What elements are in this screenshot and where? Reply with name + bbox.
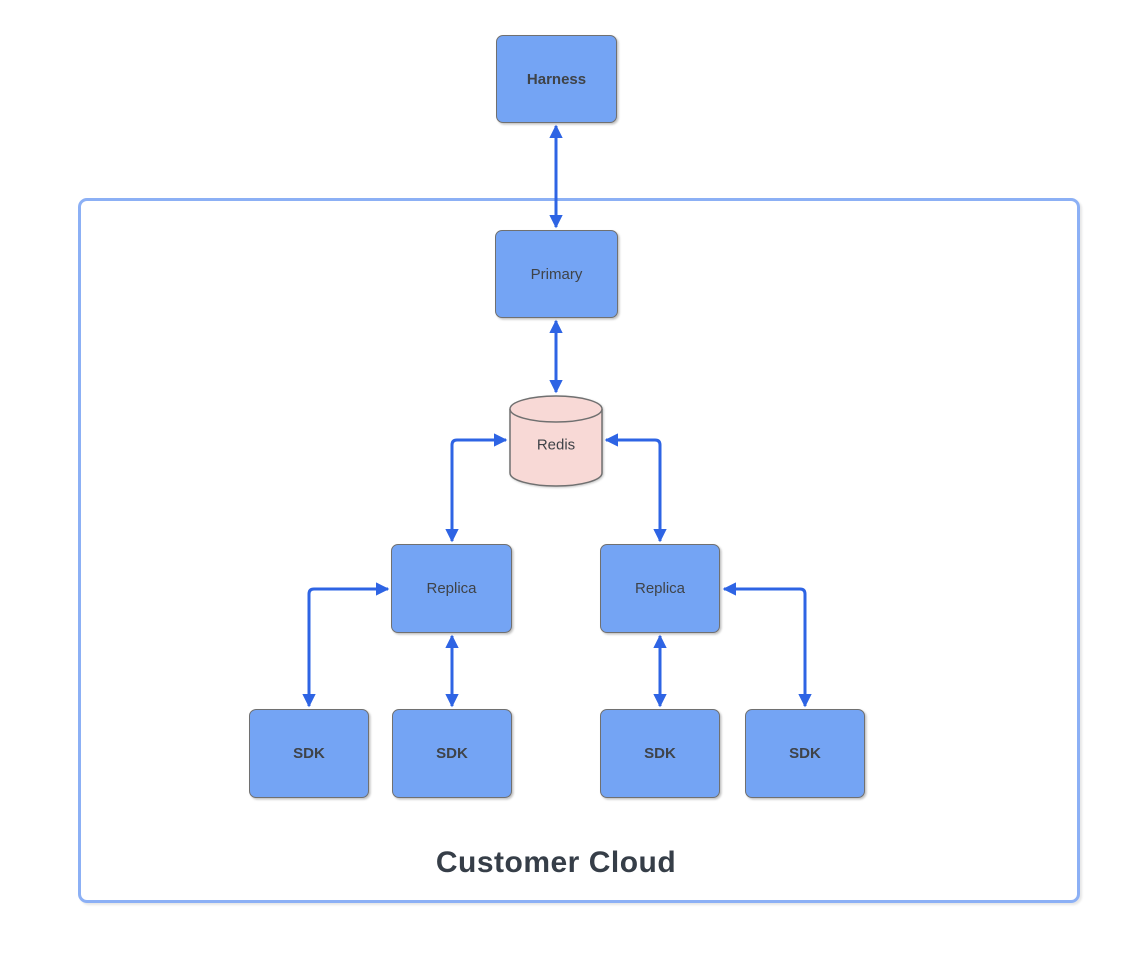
customer-cloud-container	[78, 198, 1080, 903]
node-sdk-4: SDK	[745, 709, 865, 798]
node-sdk-1: SDK	[249, 709, 369, 798]
node-harness: Harness	[496, 35, 617, 123]
node-sdk-1-label: SDK	[293, 745, 325, 762]
edge-sdk4-replica-right	[722, 582, 812, 708]
customer-cloud-title: Customer Cloud	[435, 846, 677, 879]
node-redis-label: Redis	[536, 436, 576, 454]
node-replica-right: Replica	[600, 544, 720, 633]
node-primary: Primary	[495, 230, 618, 318]
node-replica-left: Replica	[391, 544, 512, 633]
node-redis: Redis	[509, 395, 603, 487]
node-harness-label: Harness	[526, 70, 587, 88]
cylinder-shape	[509, 395, 603, 487]
edge-redis-replica-right	[604, 433, 667, 543]
node-primary-label: Primary	[530, 265, 583, 283]
edge-sdk1-replica-left	[302, 582, 390, 708]
node-sdk-2-label: SDK	[436, 745, 468, 762]
node-sdk-3: SDK	[600, 709, 720, 798]
node-replica-left-label: Replica	[426, 580, 477, 597]
node-sdk-2: SDK	[392, 709, 512, 798]
edge-redis-replica-left	[445, 433, 508, 543]
node-replica-right-label: Replica	[634, 580, 686, 597]
node-sdk-4-label: SDK	[789, 745, 821, 762]
node-sdk-3-label: SDK	[644, 745, 676, 762]
